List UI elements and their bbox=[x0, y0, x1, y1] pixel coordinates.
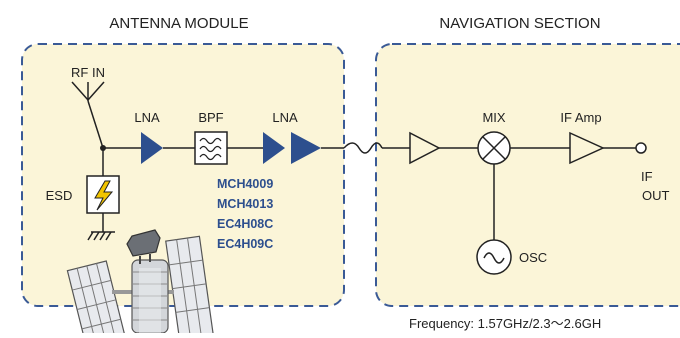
mixer-icon bbox=[477, 131, 511, 165]
part-number: MCH4009 bbox=[217, 177, 273, 191]
antenna-section-title: ANTENNA MODULE bbox=[109, 15, 248, 32]
if-amp-label: IF Amp bbox=[560, 110, 601, 125]
esd-bolt-icon bbox=[86, 175, 120, 214]
satellite-illustration bbox=[66, 229, 215, 338]
osc-label: OSC bbox=[519, 250, 547, 265]
bpf-filter-icon bbox=[194, 131, 228, 165]
amplifier-triangle-icon bbox=[409, 131, 441, 165]
antenna-module-panel bbox=[21, 43, 345, 307]
navigation-section-title: NAVIGATION SECTION bbox=[439, 15, 600, 32]
if-amp-triangle-icon bbox=[569, 131, 605, 165]
ground-icon bbox=[87, 231, 115, 241]
esd-label: ESD bbox=[46, 188, 73, 203]
part-number: EC4H08C bbox=[217, 217, 273, 231]
mix-label: MIX bbox=[482, 110, 505, 125]
frequency-note: Frequency: 1.57GHz/2.3～2.6GH bbox=[409, 316, 601, 331]
part-number-list: MCH4009 MCH4013 EC4H08C EC4H09C bbox=[217, 177, 273, 251]
connection-break-symbol bbox=[343, 142, 383, 154]
if-out-label-line1: IF bbox=[641, 169, 653, 184]
lna2-label: LNA bbox=[272, 110, 298, 125]
lna-triangle-icon bbox=[141, 132, 163, 164]
oscillator-icon bbox=[476, 239, 512, 275]
navigation-section-panel bbox=[375, 43, 680, 307]
lna1-label: LNA bbox=[134, 110, 160, 125]
signal-path bbox=[87, 100, 636, 240]
bpf-label: BPF bbox=[198, 110, 223, 125]
antenna-icon bbox=[71, 81, 105, 102]
output-port-icon bbox=[635, 142, 647, 154]
part-number: MCH4013 bbox=[217, 197, 273, 211]
rf-in-label: RF IN bbox=[71, 65, 105, 80]
junction-dot bbox=[100, 145, 106, 151]
part-number: EC4H09C bbox=[217, 237, 273, 251]
if-out-label-line2: OUT bbox=[642, 188, 670, 203]
lna-triangle-icon bbox=[263, 132, 321, 164]
